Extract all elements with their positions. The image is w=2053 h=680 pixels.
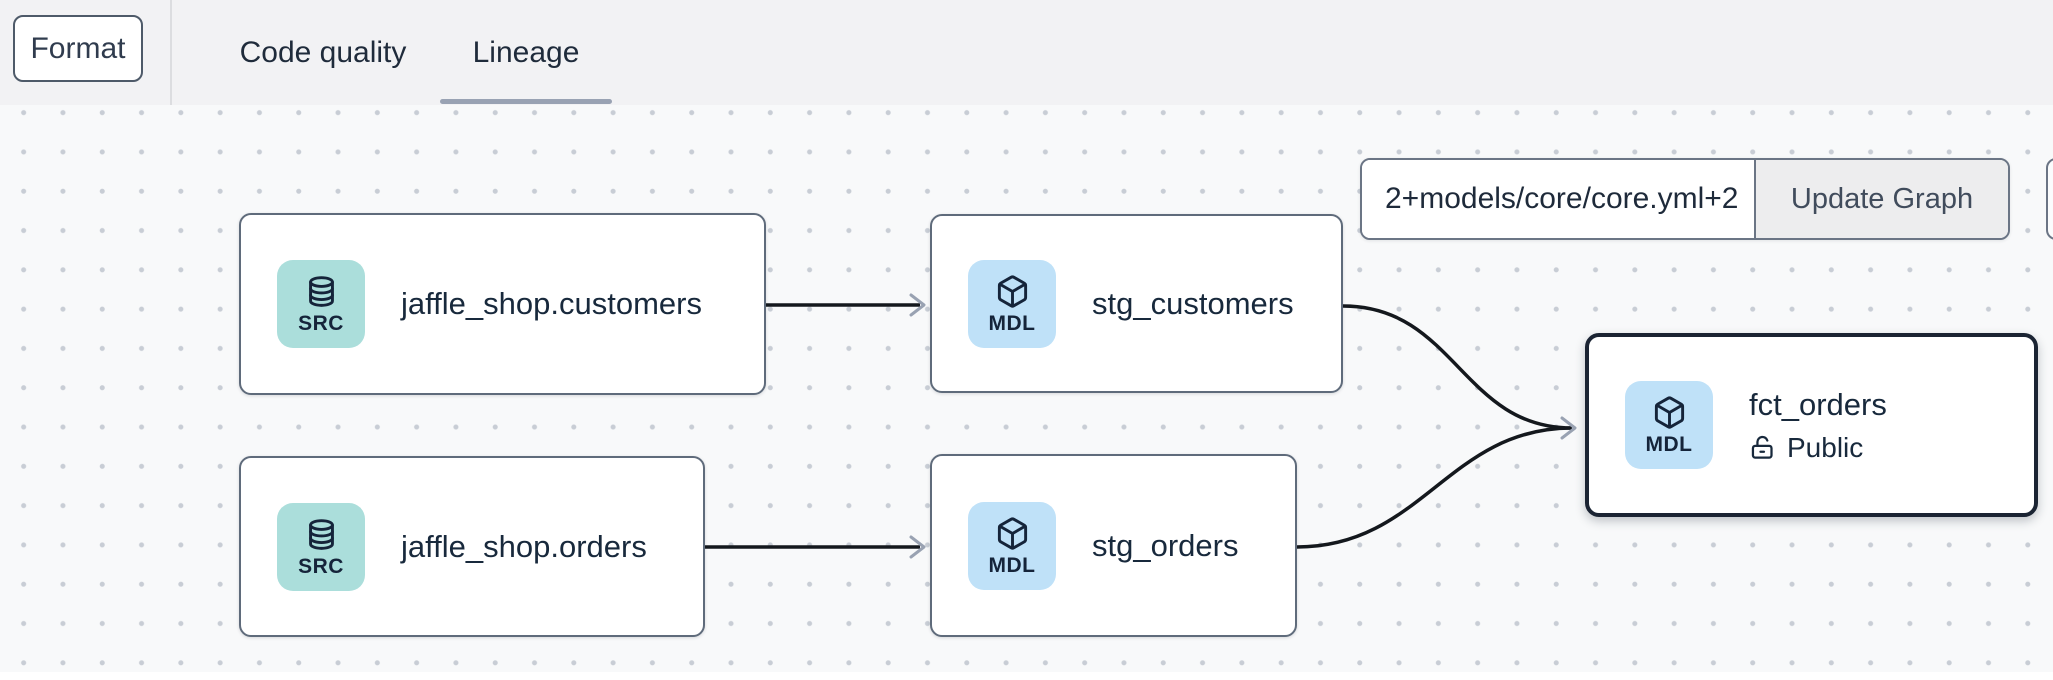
node-label: jaffle_shop.customers (401, 286, 702, 321)
node-stg-customers[interactable]: MDL stg_customers (930, 214, 1343, 393)
node-type-badge: SRC (277, 502, 365, 591)
lineage-selector-input[interactable] (1362, 160, 1754, 238)
node-label: fct_orders (1749, 386, 1887, 422)
node-type-badge: SRC (277, 260, 365, 348)
bottom-strip (0, 672, 2053, 680)
tab-lineage[interactable]: Lineage (440, 0, 612, 105)
lineage-selector-group: Update Graph (1360, 158, 2010, 240)
database-icon (308, 276, 334, 307)
node-stg-orders[interactable]: MDL stg_orders (930, 454, 1297, 637)
node-label: jaffle_shop.orders (401, 528, 647, 564)
node-text-block: fct_orders Public (1749, 387, 1887, 464)
node-label: stg_orders (1092, 527, 1239, 563)
node-access-row: Public (1749, 432, 1887, 464)
node-type-badge: MDL (968, 501, 1056, 590)
format-button[interactable]: Format (13, 15, 143, 82)
update-graph-button[interactable]: Update Graph (1754, 160, 2008, 238)
toolbar-divider (170, 0, 172, 105)
tab-code-quality[interactable]: Code quality (228, 0, 418, 105)
tab-label: Code quality (239, 35, 407, 69)
node-type-badge: MDL (968, 259, 1056, 348)
cube-icon (997, 274, 1027, 308)
clipped-control-button[interactable] (2046, 158, 2053, 240)
node-jaffle-shop-customers[interactable]: SRC jaffle_shop.customers (239, 213, 766, 395)
active-tab-underline (440, 99, 612, 104)
node-type-label: MDL (988, 553, 1036, 577)
tab-label: Lineage (472, 35, 580, 69)
cube-icon (1654, 396, 1684, 429)
node-type-label: SRC (298, 312, 344, 335)
node-jaffle-shop-orders[interactable]: SRC jaffle_shop.orders (239, 456, 705, 637)
node-access-label: Public (1787, 431, 1864, 463)
node-fct-orders[interactable]: MDL fct_orders Public (1585, 333, 2038, 517)
node-type-label: SRC (298, 554, 344, 578)
node-type-label: MDL (988, 311, 1036, 335)
node-type-badge: MDL (1625, 381, 1713, 469)
editor-toolbar: Format Code quality Lineage (0, 0, 2053, 105)
database-icon (308, 518, 334, 550)
cube-icon (997, 516, 1027, 550)
node-type-label: MDL (1645, 433, 1693, 456)
node-label: stg_customers (1092, 285, 1294, 321)
unlock-icon (1751, 435, 1773, 459)
